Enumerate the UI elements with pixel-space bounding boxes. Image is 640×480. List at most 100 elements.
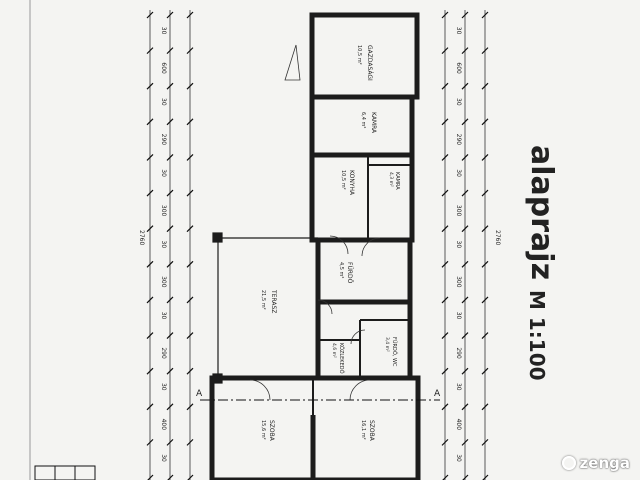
dimension-number: 30 bbox=[160, 383, 167, 391]
dimension-tick bbox=[461, 403, 469, 411]
room-label-gazdasagi: GAZDASÁGI bbox=[366, 45, 373, 81]
dimension-tick bbox=[146, 332, 154, 339]
dimension-tick bbox=[146, 438, 154, 446]
dimension-tick bbox=[461, 11, 469, 19]
dimension-number: 30 bbox=[455, 241, 462, 249]
dimension-number: 30 bbox=[160, 169, 167, 177]
dimension-tick bbox=[187, 474, 194, 480]
dimension-number: 30 bbox=[160, 27, 167, 35]
dimension-number: 300 bbox=[455, 205, 462, 217]
dimension-tick bbox=[186, 47, 194, 55]
dimension-tick bbox=[147, 474, 154, 480]
dimension-tick bbox=[441, 11, 449, 19]
dimension-tick bbox=[461, 332, 469, 339]
dimension-tick bbox=[166, 118, 174, 126]
dimension-tick bbox=[186, 438, 194, 446]
dimension-tick bbox=[461, 225, 469, 233]
room-labels: GAZDASÁGI 10,5 m² KAMRA 6,4 m² KONYHA 10… bbox=[260, 45, 400, 442]
room-label-kamra-mid: KAMRA bbox=[394, 172, 400, 190]
brand-watermark: zenga bbox=[561, 454, 630, 472]
dimension-tick bbox=[481, 332, 489, 339]
room-label-szoba-left: SZOBA bbox=[268, 420, 275, 442]
dimension-tick bbox=[166, 154, 174, 161]
dimension-tick bbox=[186, 260, 194, 268]
dimension-number: 300 bbox=[455, 276, 462, 288]
dimension-tick bbox=[441, 367, 449, 375]
dimension-tick bbox=[441, 296, 449, 304]
room-label-kozlekedo: KÖZLEKEDŐ bbox=[338, 343, 345, 374]
dimension-number: 400 bbox=[455, 419, 462, 431]
room-label-terasz: TERASZ bbox=[270, 289, 277, 313]
room-area-terasz: 21,5 m² bbox=[260, 290, 266, 310]
dimension-tick bbox=[146, 154, 154, 161]
dimension-tick bbox=[462, 474, 469, 480]
dimension-tick bbox=[461, 154, 469, 161]
dimension-tick bbox=[186, 11, 194, 19]
dimension-number: 600 bbox=[160, 62, 167, 74]
dimension-tick bbox=[441, 189, 449, 197]
dimension-number: 290 bbox=[160, 347, 167, 359]
dimension-tick bbox=[481, 367, 489, 375]
dimension-tick bbox=[441, 82, 449, 90]
dimension-tick bbox=[441, 225, 449, 233]
dimension-tick bbox=[441, 118, 449, 126]
dimension-tick bbox=[166, 296, 174, 304]
dimension-tick bbox=[461, 47, 469, 55]
section-marker-right: A bbox=[434, 389, 441, 399]
dimension-tick bbox=[481, 438, 489, 446]
right-dimension-ticks bbox=[441, 11, 489, 480]
dimension-tick bbox=[441, 332, 449, 339]
dimension-number: 30 bbox=[455, 98, 462, 106]
dimension-number: 30 bbox=[160, 241, 167, 249]
title-block bbox=[34, 465, 96, 480]
dimension-number: 30 bbox=[455, 169, 462, 177]
dimension-tick bbox=[146, 82, 154, 90]
room-label-furdo-wc: FÜRDŐ, WC bbox=[391, 337, 398, 367]
dimension-tick bbox=[441, 403, 449, 411]
dimension-tick bbox=[481, 82, 489, 90]
dimension-number: 30 bbox=[160, 98, 167, 106]
dimension-tick bbox=[461, 438, 469, 446]
dimension-tick bbox=[146, 47, 154, 55]
dimension-tick bbox=[166, 189, 174, 197]
dimension-tick bbox=[166, 438, 174, 446]
dimension-tick bbox=[186, 118, 194, 126]
room-area-furdo: 4,5 m² bbox=[338, 262, 344, 278]
dimension-tick bbox=[461, 118, 469, 126]
dimension-tick bbox=[146, 296, 154, 304]
dimension-number: 30 bbox=[160, 454, 167, 462]
dimension-tick bbox=[481, 403, 489, 411]
dimension-tick bbox=[166, 225, 174, 233]
dimension-tick bbox=[481, 296, 489, 304]
room-label-furdo: FÜRDŐ bbox=[346, 262, 353, 284]
dimension-tick bbox=[441, 47, 449, 55]
room-area-furdo-wc: 3,4 m² bbox=[384, 337, 390, 352]
dimension-tick bbox=[461, 260, 469, 268]
dimension-tick bbox=[481, 47, 489, 55]
dimension-tick bbox=[166, 403, 174, 411]
dimension-number: 300 bbox=[160, 276, 167, 288]
dimension-tick bbox=[186, 154, 194, 161]
dimension-tick bbox=[186, 367, 194, 375]
dimension-tick bbox=[166, 367, 174, 375]
room-area-kozlekedo: 4,6 m² bbox=[331, 343, 337, 358]
room-area-kamra-mid: 4,3 m² bbox=[388, 172, 394, 187]
dimension-number: 30 bbox=[455, 383, 462, 391]
dimension-number: 30 bbox=[455, 27, 462, 35]
dimension-tick bbox=[441, 154, 449, 161]
overall-length-left: 2760 bbox=[138, 230, 145, 245]
dimension-tick bbox=[166, 260, 174, 268]
dimension-number: 30 bbox=[455, 454, 462, 462]
dimension-tick bbox=[146, 403, 154, 411]
dimension-tick bbox=[441, 438, 449, 446]
plan-title: alaprajz bbox=[524, 145, 559, 280]
dimension-tick bbox=[186, 332, 194, 339]
dimension-tick bbox=[186, 82, 194, 90]
plan-scale: M 1:100 bbox=[525, 290, 549, 381]
dimension-tick bbox=[481, 154, 489, 161]
dimension-number: 400 bbox=[160, 419, 167, 431]
dimension-number: 290 bbox=[455, 134, 462, 146]
overall-length-right: 2760 bbox=[494, 230, 501, 245]
dimension-tick bbox=[481, 225, 489, 233]
